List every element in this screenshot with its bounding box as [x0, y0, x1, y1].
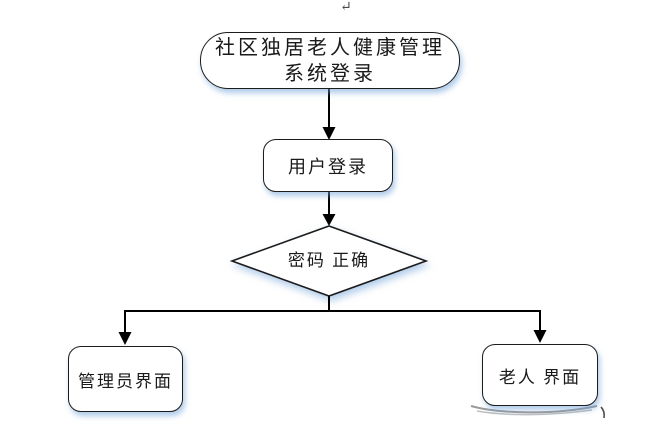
node-admin-interface: 管理员界面 — [68, 346, 183, 412]
ink-smudge-2 — [476, 409, 593, 416]
admin-label: 管理员界面 — [78, 371, 173, 391]
ink-tick — [600, 406, 605, 419]
arrowhead-branch-left — [118, 332, 132, 345]
arrowhead-branch-right — [533, 330, 547, 343]
elder-label: 老人 界面 — [498, 367, 582, 387]
arrowhead-start-to-login — [322, 127, 336, 140]
node-login: 用户登录 — [263, 139, 393, 192]
node-start-terminator: 社区独居老人健康管理 系统登录 — [200, 32, 460, 89]
arrowhead-login-to-decision — [322, 214, 336, 226]
start-label-line2: 系统登录 — [284, 62, 376, 85]
paragraph-return-mark: ↵ — [340, 0, 352, 15]
login-label: 用户登录 — [288, 156, 368, 177]
ink-smudge — [470, 405, 598, 414]
start-label-line1: 社区独居老人健康管理 — [215, 36, 445, 59]
node-elder-interface: 老人 界面 — [482, 344, 598, 406]
decision-label: 密码 正确 — [287, 251, 371, 270]
